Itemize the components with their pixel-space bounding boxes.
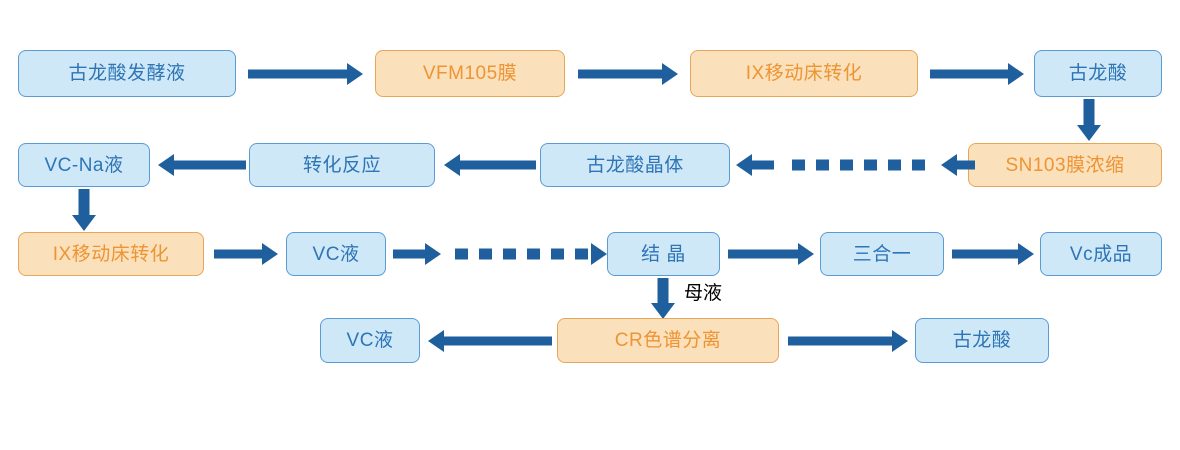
- arrow-shaft: [578, 69, 662, 79]
- node-crystallization[interactable]: 结 晶: [607, 232, 720, 276]
- arrow-shaft: [728, 249, 798, 259]
- node-vc-liquid-2[interactable]: VC液: [320, 318, 420, 363]
- dash-segment: [551, 248, 564, 260]
- node-label: 转化反应: [302, 154, 381, 176]
- arrow-shaft: [930, 69, 1008, 79]
- arrow-shaft: [788, 336, 892, 346]
- node-ix-moving-bed-conversion-2[interactable]: IX移动床转化: [18, 232, 204, 276]
- arrow-head: [798, 243, 814, 265]
- arrow-head: [262, 243, 278, 265]
- arrow-shaft: [657, 278, 669, 304]
- dash-segment: [864, 159, 877, 171]
- arrow-head-near-target: [736, 154, 752, 176]
- node-label: IX移动床转化: [52, 243, 170, 265]
- node-label: 古龙酸: [1068, 63, 1128, 84]
- arrow-head: [428, 330, 444, 352]
- arrow-shaft: [214, 249, 262, 259]
- arrow-head: [444, 154, 460, 176]
- node-gulonic-acid-1[interactable]: 古龙酸: [1034, 50, 1162, 97]
- dash-segment: [840, 159, 853, 171]
- arrow-shaft: [444, 336, 552, 346]
- arrow-head-near-target: [591, 243, 607, 265]
- node-sn103-membrane-concentration[interactable]: SN103膜浓缩: [968, 143, 1162, 187]
- dash-segment: [455, 248, 468, 260]
- arrow-head: [347, 63, 363, 85]
- node-label: 三合一: [852, 243, 912, 265]
- dash-segment: [575, 248, 588, 260]
- node-label: 古龙酸: [952, 330, 1012, 351]
- node-gulonic-acid-2[interactable]: 古龙酸: [915, 318, 1049, 363]
- node-vc-finished-product[interactable]: Vc成品: [1040, 232, 1162, 276]
- dash-segment: [888, 159, 901, 171]
- arrow-head: [72, 215, 96, 231]
- arrow-head: [1018, 243, 1034, 265]
- arrow-shaft: [957, 160, 975, 170]
- node-label: VC液: [312, 243, 360, 265]
- arrow-head: [651, 303, 675, 319]
- node-label: VC-Na液: [44, 154, 124, 176]
- dash-segment: [816, 159, 829, 171]
- node-vfm105-membrane[interactable]: VFM105膜: [375, 50, 565, 97]
- node-ix-moving-bed-conversion-1[interactable]: IX移动床转化: [690, 50, 918, 97]
- node-vc-na-liquid[interactable]: VC-Na液: [18, 143, 150, 187]
- arrow-head: [1077, 125, 1101, 141]
- arrow-shaft-head-stub: [752, 160, 774, 170]
- dash-segment: [792, 159, 805, 171]
- node-label: CR色谱分离: [614, 330, 722, 351]
- node-gulonic-acid-ferment-liquid[interactable]: 古龙酸发酵液: [18, 50, 236, 97]
- arrow-shaft: [460, 160, 536, 170]
- arrow-shaft: [78, 189, 90, 216]
- node-label: 古龙酸发酵液: [68, 63, 186, 84]
- node-cr-chromatography-separation[interactable]: CR色谱分离: [557, 318, 779, 363]
- dash-segment: [503, 248, 516, 260]
- node-gulonic-acid-crystal[interactable]: 古龙酸晶体: [540, 143, 730, 187]
- dash-segment: [527, 248, 540, 260]
- arrow-shaft: [952, 249, 1018, 259]
- node-label: VFM105膜: [422, 63, 518, 84]
- arrow-head: [158, 154, 174, 176]
- node-conversion-reaction[interactable]: 转化反应: [249, 143, 435, 187]
- node-label: VC液: [346, 330, 394, 351]
- arrow-shaft: [248, 69, 347, 79]
- arrow-head: [662, 63, 678, 85]
- node-label: IX移动床转化: [745, 63, 863, 84]
- node-label: 古龙酸晶体: [586, 154, 684, 176]
- dash-segment: [912, 159, 925, 171]
- arrow-head-near-source: [941, 154, 957, 176]
- node-vc-liquid-1[interactable]: VC液: [286, 232, 386, 276]
- arrow-shaft: [393, 249, 425, 259]
- arrow-head: [1008, 63, 1024, 85]
- node-label: SN103膜浓缩: [1005, 154, 1125, 176]
- node-three-in-one[interactable]: 三合一: [820, 232, 944, 276]
- dash-segment: [479, 248, 492, 260]
- edge-label-mother-liquor: 母液: [684, 283, 723, 304]
- node-label: 结 晶: [641, 243, 686, 265]
- arrow-head-near-source: [425, 243, 441, 265]
- arrow-head: [892, 330, 908, 352]
- arrow-shaft: [1083, 99, 1095, 126]
- arrow-shaft: [174, 160, 246, 170]
- node-label: Vc成品: [1069, 243, 1133, 265]
